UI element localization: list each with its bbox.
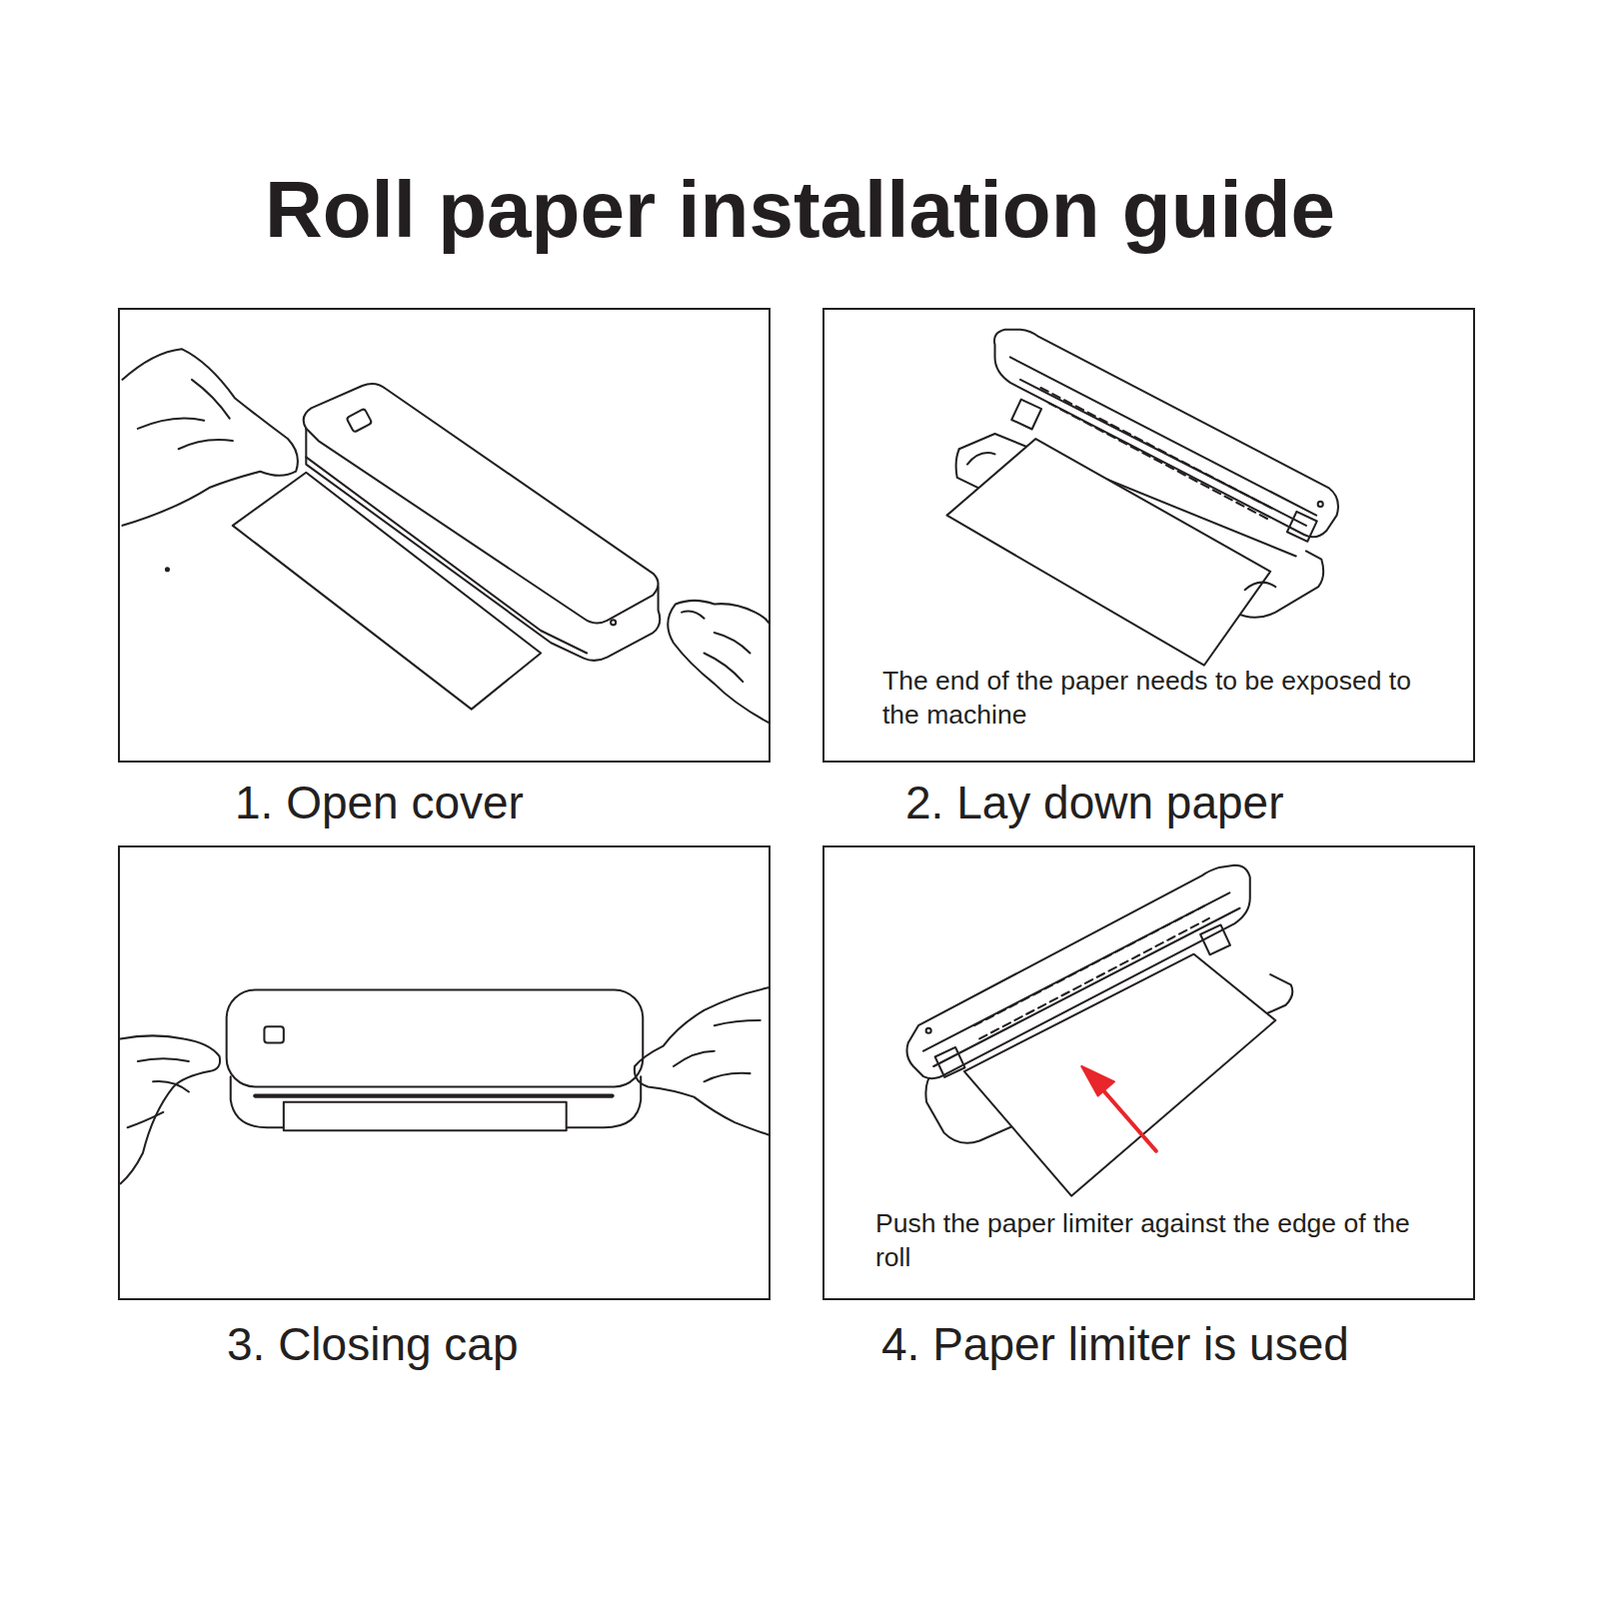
- printer-lid-open: [994, 329, 1339, 538]
- guide-title: Roll paper installation guide: [0, 167, 1600, 252]
- printer-closed-angled: [122, 348, 769, 723]
- power-button: [346, 408, 373, 433]
- power-button: [263, 1026, 283, 1043]
- indicator-light: [1318, 501, 1324, 507]
- hinge: [1011, 399, 1042, 430]
- printer-open-left: [947, 329, 1339, 666]
- step-caption: 1. Open cover: [234, 776, 795, 829]
- hinge: [1287, 511, 1318, 542]
- printer-closed-front: [119, 987, 768, 1184]
- paper-sheet: [283, 1102, 567, 1132]
- print-head: [1040, 387, 1276, 521]
- indicator-light: [610, 619, 616, 625]
- left-hand: [119, 1035, 220, 1184]
- left-hand: [122, 348, 298, 526]
- step-caption: 2. Lay down paper: [905, 776, 1466, 829]
- step-panel: 1. Open cover: [117, 307, 771, 763]
- step-caption: 4. Paper limiter is used: [881, 1318, 1462, 1371]
- right-hand: [667, 600, 769, 723]
- print-head: [974, 906, 1210, 1040]
- printer-lid: [226, 989, 644, 1087]
- right-hand: [634, 987, 769, 1135]
- printer-open-right: [906, 865, 1293, 1197]
- left-hand-fingers: [127, 1058, 189, 1128]
- indicator-light: [926, 1028, 932, 1034]
- paper-limiter: [1200, 924, 1231, 955]
- paper-slot: [254, 1094, 612, 1099]
- right-hand-fingers: [681, 610, 750, 682]
- left-hand-fingers: [137, 379, 233, 449]
- hinge: [935, 1047, 966, 1078]
- step-note: The end of the paper needs to be exposed…: [882, 663, 1435, 732]
- dot: [165, 567, 169, 571]
- right-hand-fingers: [673, 1020, 761, 1082]
- printer-body: [305, 428, 660, 661]
- lid-inner-edge: [923, 892, 1241, 1067]
- lid-inner-edge: [1010, 356, 1317, 525]
- step-panel: The end of the paper needs to be exposed…: [822, 307, 1476, 763]
- step-panel: 3. Closing cap: [117, 845, 771, 1301]
- base-detail: [967, 452, 1276, 590]
- printer-seam: [305, 456, 587, 653]
- step-note: Push the paper limiter against the edge …: [875, 1206, 1424, 1275]
- step-caption: 3. Closing cap: [226, 1318, 787, 1371]
- step-panel: Push the paper limiter against the edge …: [822, 845, 1476, 1301]
- push-arrow-head: [1081, 1066, 1115, 1097]
- printer-lid-open: [906, 865, 1250, 1079]
